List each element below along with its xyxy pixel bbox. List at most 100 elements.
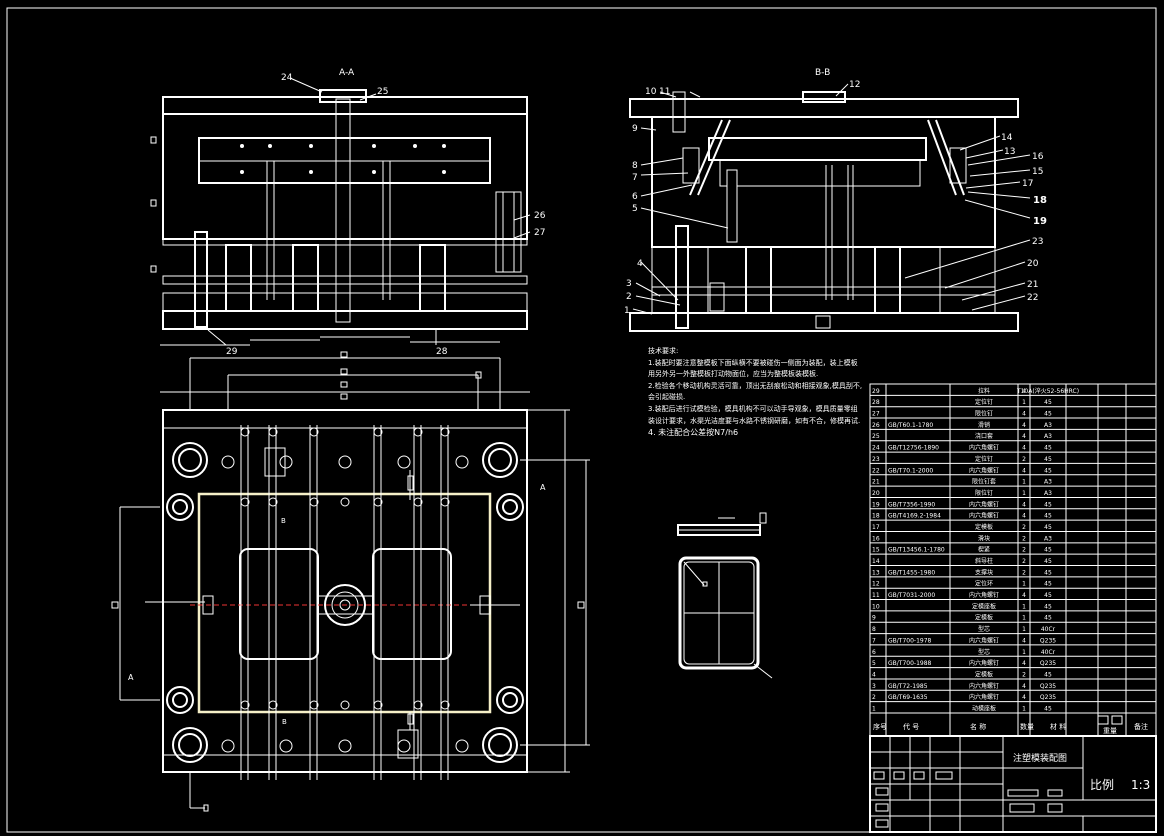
bom-cell-name: 定模座板	[972, 602, 996, 610]
bom-cell-no: 19	[872, 501, 880, 508]
bom-cell-name: 定模板	[975, 670, 993, 678]
bom-cell-no: 10	[872, 603, 880, 610]
section-aa-view: A-A	[150, 68, 546, 357]
callout-bb-4: 4	[637, 259, 643, 269]
bom-cell-qty: 4	[1022, 683, 1026, 690]
bom-cell-name: 楔紧	[978, 546, 990, 554]
bom-cell-mat: A3	[1044, 422, 1052, 429]
bom-cell-mat: 45	[1044, 706, 1052, 713]
bom-cell-qty: 4	[1022, 445, 1026, 452]
bom-cell-qty: 1	[1022, 603, 1026, 610]
callout-bb-3: 3	[626, 279, 632, 289]
bom-cell-mat: A3	[1044, 535, 1052, 542]
bom-cell-name: 内六角螺钉	[969, 500, 999, 508]
bom-cell-mat: 40Cr	[1041, 626, 1056, 633]
bom-cell-no: 16	[872, 535, 880, 542]
bom-cell-no: 12	[872, 581, 880, 588]
bom-cell-name: 拉料	[978, 387, 990, 395]
bom-cell-name: 限位钉	[975, 410, 993, 418]
bom-cell-mat: A3	[1044, 433, 1052, 440]
bom-cell-no: 20	[872, 490, 880, 497]
callout-bb-15: 15	[1032, 167, 1043, 177]
bom-cell-mat: 45	[1044, 592, 1052, 599]
bom-cell-mat: 45	[1044, 501, 1052, 508]
technical-requirements: 技术要求: 1.装配时要注意整模板下面纵横不要被碰伤一侧面为装配，装上模板用另外…	[648, 346, 863, 439]
bom-cell-name: 定模板	[975, 523, 993, 531]
bom-cell-mat: 45	[1044, 456, 1052, 463]
bom-cell-no: 7	[872, 637, 876, 644]
bom-cell-name: 滑销	[978, 421, 990, 429]
bom-cell-code: GB/T4169.2-1984	[888, 513, 941, 520]
bom-cell-mat: A3	[1044, 479, 1052, 486]
callout-bb-2: 2	[626, 292, 632, 302]
bom-cell-qty: 1	[1022, 399, 1026, 406]
bom-cell-mat: A3	[1044, 490, 1052, 497]
bom-cell-name: 内六角螺钉	[969, 693, 999, 701]
bom-cell-qty: 4	[1022, 422, 1026, 429]
bom-cell-name: 内六角螺钉	[969, 682, 999, 690]
bom-cell-name: 型芯	[978, 648, 990, 656]
bom-cell-no: 28	[872, 399, 880, 406]
arrow-a-label-right: A	[540, 483, 546, 492]
callout-bb-21: 21	[1027, 280, 1038, 290]
bom-cell-qty: 4	[1022, 411, 1026, 418]
bom-cell-qty: 1	[1022, 490, 1026, 497]
bom-cell-name: 限位钉套	[972, 478, 996, 486]
bom-cell-no: 8	[872, 626, 876, 633]
bom-cell-qty: 4	[1022, 592, 1026, 599]
callout-aa-27: 27	[534, 228, 545, 238]
bom-cell-no: 21	[872, 479, 880, 486]
bom-cell-mat: 45	[1044, 445, 1052, 452]
bom-cell-mat: 45	[1044, 558, 1052, 565]
callout-aa-28: 28	[436, 347, 448, 357]
bom-cell-no: 29	[872, 388, 880, 395]
bom-cell-name: 限位钉	[975, 489, 993, 497]
bom-cell-code: GB/T70.1-2000	[888, 467, 933, 474]
bom-cell-name: 内六角螺钉	[969, 512, 999, 520]
bom-cell-no: 6	[872, 649, 876, 656]
bom-cell-qty: 4	[1022, 513, 1026, 520]
bom-cell-no: 5	[872, 660, 876, 667]
bom-cell-name: 支撑块	[975, 568, 993, 576]
bom-cell-mat: 45	[1044, 467, 1052, 474]
bom-cell-mat: 45	[1044, 615, 1052, 622]
bom-cell-code: GB/T69-1635	[888, 694, 928, 701]
bom-header-name: 名 称	[970, 722, 986, 731]
callout-bb-17: 17	[1022, 179, 1033, 189]
callout-bb-14: 14	[1001, 133, 1013, 143]
bom-cell-no: 4	[872, 671, 876, 678]
bom-header-qty: 数量	[1020, 722, 1034, 731]
callout-aa-26: 26	[534, 211, 546, 221]
bom-cell-no: 18	[872, 513, 880, 520]
bom-cell-code: GB/T13456.1-1780	[888, 547, 945, 554]
plan-view: A A B B	[111, 351, 590, 812]
bom-cell-name: 定位钉	[975, 455, 993, 463]
bom-cell-qty: 2	[1022, 524, 1026, 531]
bom-cell-no: 24	[872, 445, 880, 452]
bom-cell-code: GB/T12756-1890	[888, 445, 939, 452]
bom-cell-name: 内六角螺钉	[969, 659, 999, 667]
arrow-b-label-bottom: B	[282, 718, 287, 726]
callout-bb-18: 18	[1033, 195, 1047, 206]
callout-bb-12: 12	[849, 80, 860, 90]
callout-bb-10: 10	[645, 87, 657, 97]
bom-cell-qty: 1	[1022, 615, 1026, 622]
bom-cell-qty: 2	[1022, 569, 1026, 576]
bom-cell-code: GB/T60.1-1780	[888, 422, 933, 429]
bom-header-code: 代 号	[903, 722, 919, 731]
bom-cell-name: 定位环	[975, 580, 993, 588]
bom-header-weight: 重量	[1103, 727, 1117, 735]
bom-cell-mat: T10A(淬火52-56HRC)	[1016, 387, 1079, 395]
bom-cell-name: 内六角螺钉	[969, 444, 999, 452]
bom-cell-mat: 45	[1044, 603, 1052, 610]
callout-bb-9: 9	[632, 124, 638, 134]
bom-cell-no: 13	[872, 569, 880, 576]
bom-cell-qty: 4	[1022, 660, 1026, 667]
bom-cell-mat: Q235	[1040, 660, 1056, 667]
bom-cell-no: 23	[872, 456, 880, 463]
bom-cell-no: 22	[872, 467, 880, 474]
bom-cell-mat: 45	[1044, 411, 1052, 418]
drawing-name: 注塑模装配图	[1013, 752, 1067, 764]
callout-bb-16: 16	[1032, 152, 1044, 162]
